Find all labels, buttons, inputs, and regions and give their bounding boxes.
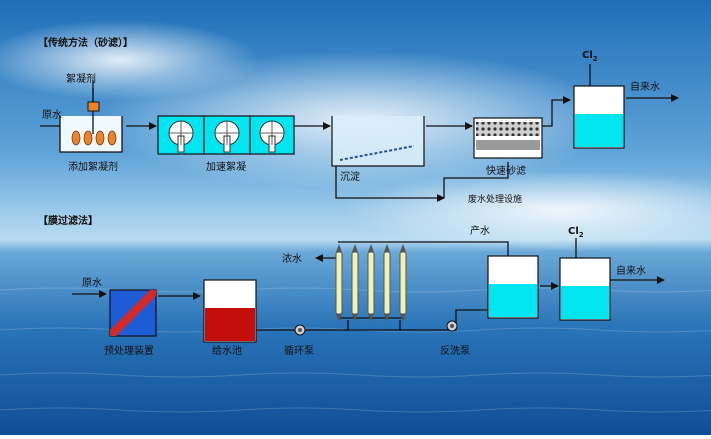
clean-water-level <box>575 114 623 147</box>
fast-coag-label: 加速絮凝 <box>206 162 246 173</box>
product-water-level <box>489 284 537 317</box>
membrane-raw-water-label: 原水 <box>82 278 102 289</box>
feed-tank-level <box>205 308 255 341</box>
dosing-pump <box>87 101 100 112</box>
sediment-label: 沉淀 <box>340 172 360 183</box>
traditional-section-title: 【传统方法（砂滤）】 <box>38 38 133 49</box>
pretreat-label: 预处理装置 <box>104 346 154 357</box>
stirrer-paddles <box>71 130 117 146</box>
backwash-pump <box>446 320 458 332</box>
waste-line <box>335 166 444 199</box>
pretreatment-stripe <box>110 290 156 336</box>
gravel-layer <box>476 140 540 150</box>
circulation-pump-label: 循环泵 <box>284 346 314 357</box>
chlorine-label: Cl2 <box>582 50 598 65</box>
chlorine-symbol: Cl <box>568 226 579 237</box>
cloud <box>340 170 711 250</box>
membrane-tap-water-label: 自来水 <box>616 266 646 277</box>
coagulant-label: 絮凝剂 <box>66 74 96 85</box>
sediment-sludge <box>339 145 415 161</box>
raw-water-label: 原水 <box>42 110 62 121</box>
backwash-pump-label: 反洗泵 <box>440 346 470 357</box>
dosing-label: 添加絮凝剂 <box>68 162 118 173</box>
concentrate-label: 浓水 <box>282 254 302 265</box>
waste-line <box>443 162 509 198</box>
flow-arrow <box>542 96 571 127</box>
fan-blades <box>169 121 284 145</box>
circulation-pump <box>294 324 306 336</box>
chlorine-symbol: Cl <box>582 50 593 61</box>
tap-water-level <box>561 286 609 319</box>
sand-filter-label: 快速砂滤 <box>486 166 526 177</box>
membrane-section-title: 【膜过滤法】 <box>38 216 98 227</box>
membrane-modules <box>335 241 407 322</box>
backwash-line <box>400 309 488 331</box>
chlorine-subscript: 2 <box>578 231 584 239</box>
product-water-label: 产水 <box>470 226 490 237</box>
sand-layer <box>476 122 540 136</box>
cloud <box>0 20 260 100</box>
membrane-chlorine-label: Cl2 <box>568 226 584 241</box>
tap-water-label: 自来水 <box>630 82 660 93</box>
sediment-tank <box>331 116 425 167</box>
feed-tank-label: 给水池 <box>212 346 242 357</box>
chlorine-subscript: 2 <box>592 55 598 63</box>
waste-facility-label: 废水处理设施 <box>468 195 523 205</box>
